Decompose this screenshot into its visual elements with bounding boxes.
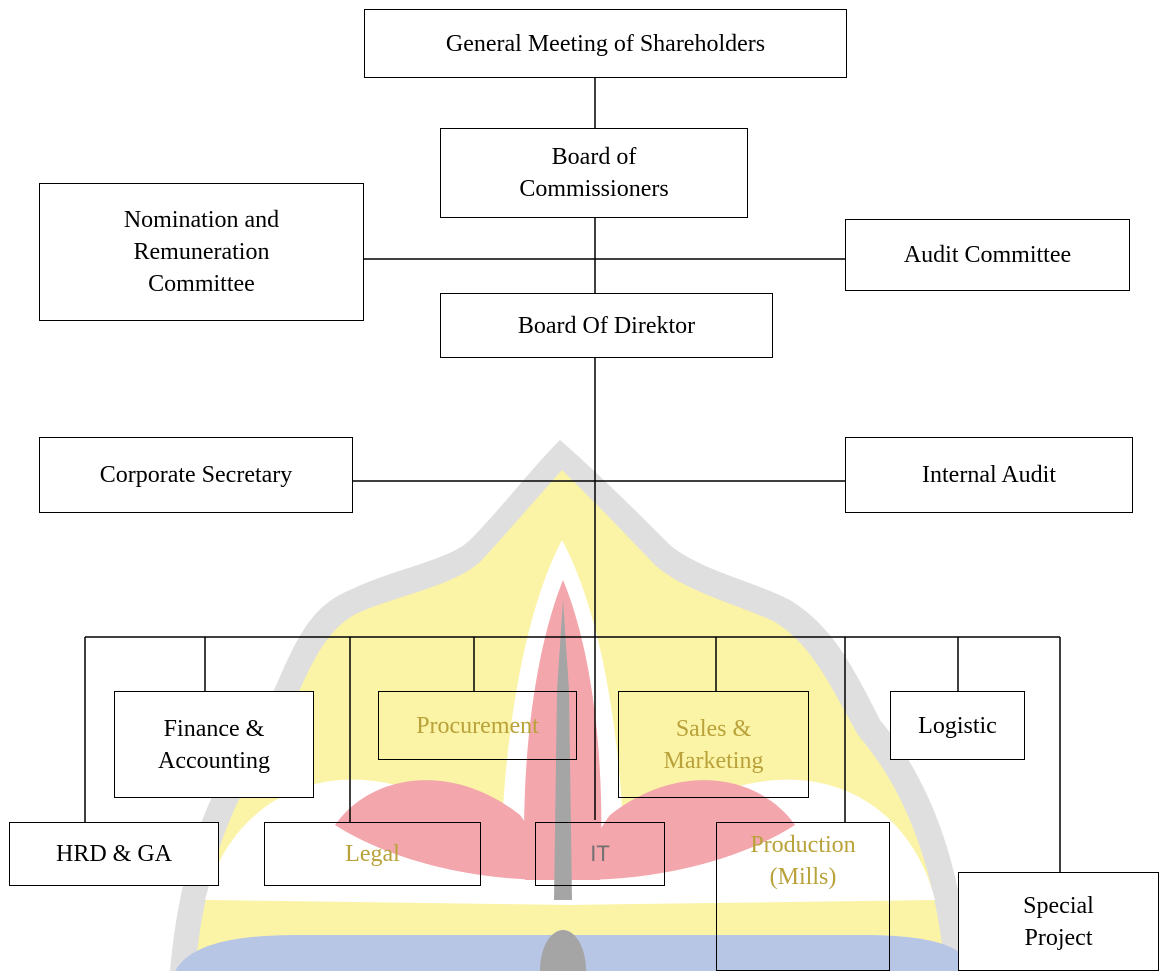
label-commissioners: Board of Commissioners xyxy=(519,144,669,202)
logo-grey-arch xyxy=(540,930,586,971)
box-finance: Finance & Accounting xyxy=(114,691,314,798)
label-procurement: Procurement xyxy=(416,712,539,739)
label-corporate-secretary: Corporate Secretary xyxy=(99,462,293,488)
label-production: Production (Mills) xyxy=(750,832,856,890)
box-special-project: Special Project xyxy=(958,872,1159,971)
box-internal-audit: Internal Audit xyxy=(845,437,1133,513)
label-special-project: Special Project xyxy=(1023,892,1094,951)
box-production: Production (Mills) xyxy=(716,822,890,971)
box-shareholders: General Meeting of Shareholders xyxy=(364,9,847,78)
logo-pink-right xyxy=(580,780,795,880)
label-sales: Sales & Marketing xyxy=(663,715,764,774)
box-nomination: Nomination and Remuneration Committee xyxy=(39,183,364,321)
logo-grey-spike xyxy=(554,600,572,900)
box-it: IT xyxy=(535,822,665,886)
box-sales: Sales & Marketing xyxy=(618,691,809,798)
logo-pink-left xyxy=(335,780,550,880)
label-internal-audit: Internal Audit xyxy=(922,462,1056,488)
box-directors: Board Of Direktor xyxy=(440,293,773,358)
label-audit-committee: Audit Committee xyxy=(903,242,1072,268)
box-corporate-secretary: Corporate Secretary xyxy=(39,437,353,513)
label-finance: Finance & Accounting xyxy=(158,715,270,774)
label-it: IT xyxy=(590,841,610,866)
box-logistic: Logistic xyxy=(890,691,1025,760)
box-legal: Legal xyxy=(264,822,481,886)
box-procurement: Procurement xyxy=(378,691,577,760)
label-hrd: HRD & GA xyxy=(55,841,172,867)
box-audit-committee: Audit Committee xyxy=(845,219,1130,291)
label-legal: Legal xyxy=(345,841,400,867)
box-hrd: HRD & GA xyxy=(9,822,219,886)
label-directors: Board Of Direktor xyxy=(517,312,696,339)
label-shareholders: General Meeting of Shareholders xyxy=(445,30,766,57)
label-nomination: Nomination and Remuneration Committee xyxy=(123,207,280,297)
label-logistic: Logistic xyxy=(918,712,997,739)
box-commissioners: Board of Commissioners xyxy=(440,128,748,218)
